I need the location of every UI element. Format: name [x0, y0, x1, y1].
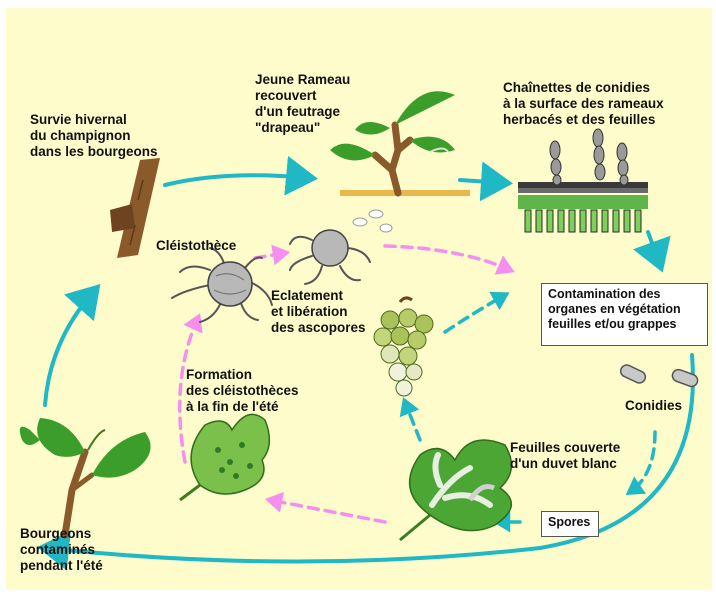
label-cleistothecium: Cléistothèce — [156, 238, 236, 254]
bursting-cleistothecium — [290, 210, 392, 284]
overwintering-bud-wood — [110, 158, 160, 258]
label-white-down-leaves: Feuilles couverte d'un duvet blanc — [510, 440, 620, 472]
spores-box: Spores — [541, 511, 599, 537]
arrow-conidies-down — [630, 432, 655, 492]
arrow-buds-to-survival — [45, 290, 95, 405]
arrow-grapes-to-contamination — [445, 295, 505, 332]
arrow-bud-to-shoot — [165, 175, 310, 185]
label-young-shoot: Jeune Rameau recouvert d'un feutrage "dr… — [255, 72, 350, 136]
contaminated-bud-branch — [20, 418, 151, 535]
contamination-box: Contamination des organes en végétation … — [541, 283, 708, 346]
label-burst-release: Eclatement et libération des ascopores — [271, 288, 366, 336]
arrow-burst-to-contamination — [385, 246, 510, 270]
young-shoot — [330, 91, 470, 196]
infected-leaf — [400, 440, 511, 540]
label-conidia: Conidies — [625, 398, 682, 414]
label-contaminated-buds: Bourgeons contaminés pendant l'été — [20, 526, 103, 574]
conidia-pellets — [619, 363, 700, 388]
arrow-leaf-to-formation — [270, 500, 385, 522]
label-winter-survival: Survie hivernal du champignon dans les b… — [30, 112, 158, 160]
leaf-with-cleistothecia — [180, 414, 269, 500]
conidial-chains — [518, 129, 648, 232]
label-cleistothecia-formation: Formation des cléistothèces à la fin de … — [186, 367, 299, 415]
label-conidial-chains: Chaînettes de conidies à la surface des … — [503, 80, 664, 128]
grape-cluster — [374, 298, 433, 396]
arrow-chains-to-contamination — [648, 232, 660, 265]
arrow-leaf-to-grapes — [405, 402, 420, 440]
arrow-shoot-to-chains — [460, 180, 505, 183]
